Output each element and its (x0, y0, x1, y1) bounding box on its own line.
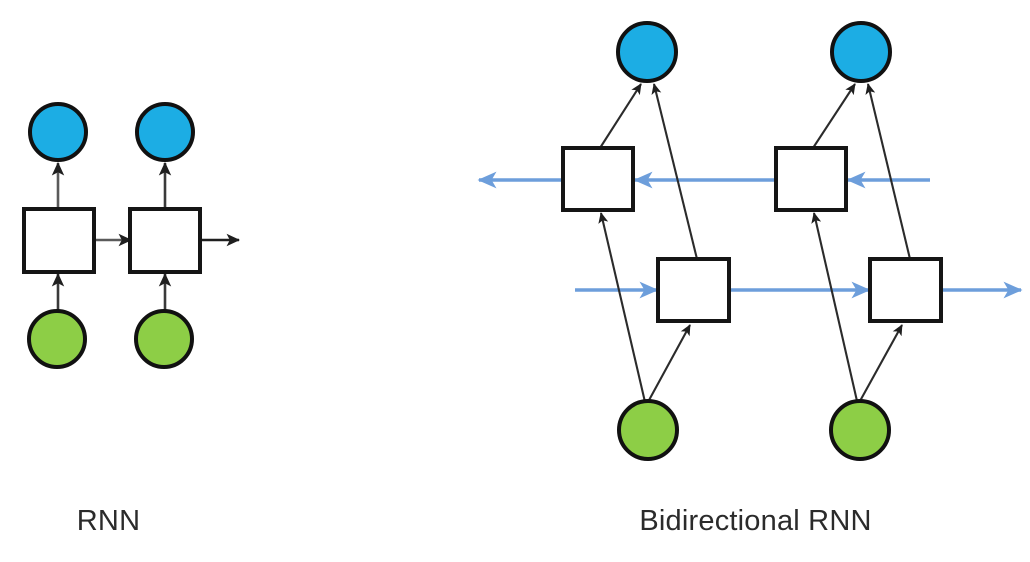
output-node-t1 (616, 21, 678, 83)
edge-input-to-forward-t1 (647, 324, 691, 403)
output-node-t2 (830, 21, 892, 83)
input-node-t2 (134, 309, 194, 369)
output-node-t2 (135, 102, 195, 162)
input-node-t1 (27, 309, 87, 369)
panel-bidirectional-rnn (477, 21, 1023, 461)
panel-rnn-caption: RNN (76, 505, 141, 537)
panel-rnn (22, 102, 241, 369)
panel-bidirectional-rnn-caption: Bidirectional RNN (639, 505, 872, 537)
edge-forward-to-output-t2 (865, 83, 912, 260)
hidden-cell-t2 (128, 207, 202, 274)
edge-input-to-forward-t2 (859, 324, 903, 402)
backward-cell-t2 (774, 146, 848, 212)
edge-backward-to-output-t1 (599, 83, 642, 149)
forward-cell-t2 (868, 257, 943, 323)
input-node-t2 (829, 399, 891, 461)
output-node-t1 (28, 102, 88, 162)
edge-input-to-backward-t2 (811, 212, 859, 402)
hidden-cell-t1 (22, 207, 96, 274)
backward-cell-t1 (561, 146, 635, 212)
edge-input-to-backward-t1 (598, 212, 647, 403)
edge-forward-to-output-t1 (651, 83, 699, 260)
edge-backward-to-output-t2 (812, 83, 856, 149)
input-node-t1 (617, 399, 679, 461)
forward-cell-t1 (656, 257, 731, 323)
